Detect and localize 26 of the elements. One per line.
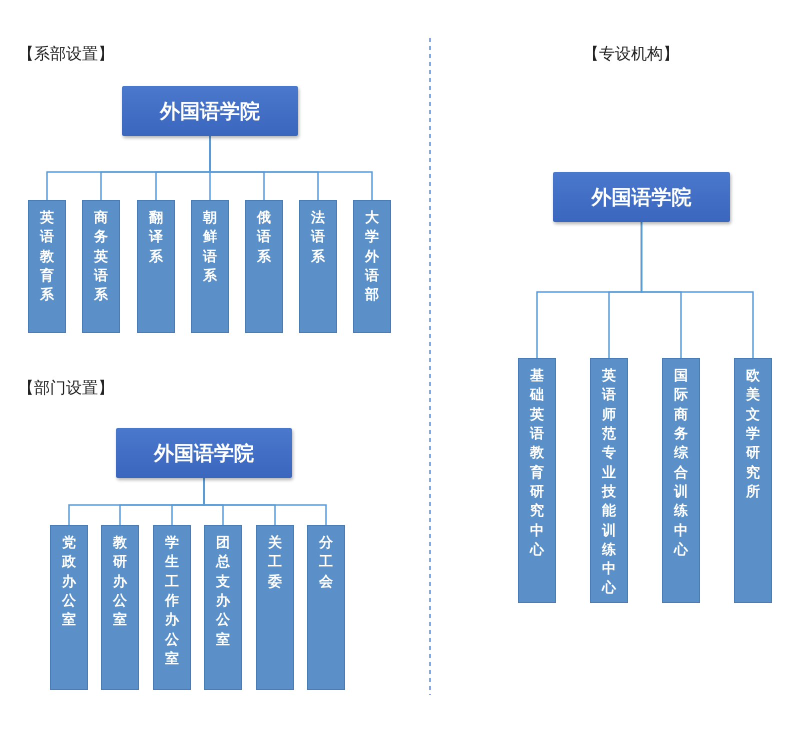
unit-box: 英语教育系 (28, 200, 66, 333)
unit-box: 教研办公室 (101, 525, 139, 690)
unit-box: 党政办公室 (50, 525, 88, 690)
unit-box: 欧美文学研究所 (734, 358, 772, 603)
title-box: 外国语学院 (116, 428, 292, 478)
connector-line (640, 222, 754, 358)
unit-box: 分工会 (307, 525, 345, 690)
unit-box: 学生工作办公室 (153, 525, 191, 690)
connector-line (209, 136, 373, 200)
title-box: 外国语学院 (122, 86, 298, 136)
unit-box: 俄语系 (245, 200, 283, 333)
unit-box: 基础英语教育研究中心 (518, 358, 556, 603)
title-box: 外国语学院 (553, 172, 730, 222)
connector-line (203, 478, 327, 525)
section-heading: 【系部设置】 (18, 44, 114, 65)
unit-box: 大学外语部 (353, 200, 391, 333)
unit-box: 国际商务综合训练中心 (662, 358, 700, 603)
unit-box: 商务英语系 (82, 200, 120, 333)
section-heading: 【部门设置】 (18, 378, 114, 399)
unit-box: 翻译系 (137, 200, 175, 333)
unit-box: 英语师范专业技能训练中心 (590, 358, 628, 603)
unit-box: 朝鲜语系 (191, 200, 229, 333)
section-heading: 【专设机构】 (583, 44, 679, 65)
unit-box: 团总支办公室 (204, 525, 242, 690)
unit-box: 关工委 (256, 525, 294, 690)
unit-box: 法语系 (299, 200, 337, 333)
